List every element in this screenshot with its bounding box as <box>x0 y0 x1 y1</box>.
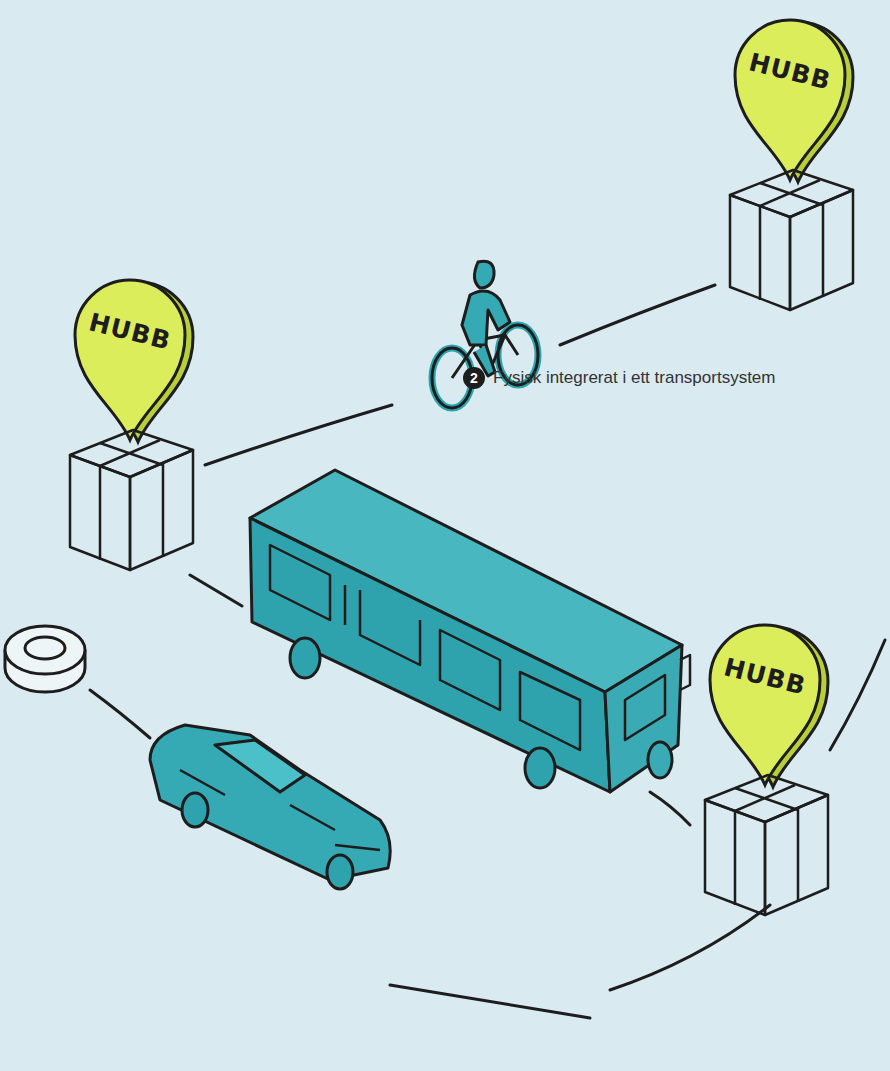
station-disc <box>5 626 85 692</box>
callout-text: Fysisk integrerat i ett transportsystem <box>493 368 775 388</box>
hub-pin: HUBB <box>690 610 840 920</box>
pin-outline <box>690 610 840 920</box>
route-line <box>610 905 770 990</box>
route-line <box>90 690 150 738</box>
hub-pin: HUBB <box>715 5 865 315</box>
bus <box>250 470 690 792</box>
callout-number: 2 <box>463 367 485 389</box>
car <box>150 725 390 889</box>
callout: 2 Fysisk integrerat i ett transportsyste… <box>463 367 775 389</box>
route-line <box>390 985 590 1018</box>
route-line <box>830 640 885 750</box>
pin-outline <box>55 265 205 575</box>
hub-pin: HUBB <box>55 265 205 575</box>
pin-outline <box>715 5 865 315</box>
